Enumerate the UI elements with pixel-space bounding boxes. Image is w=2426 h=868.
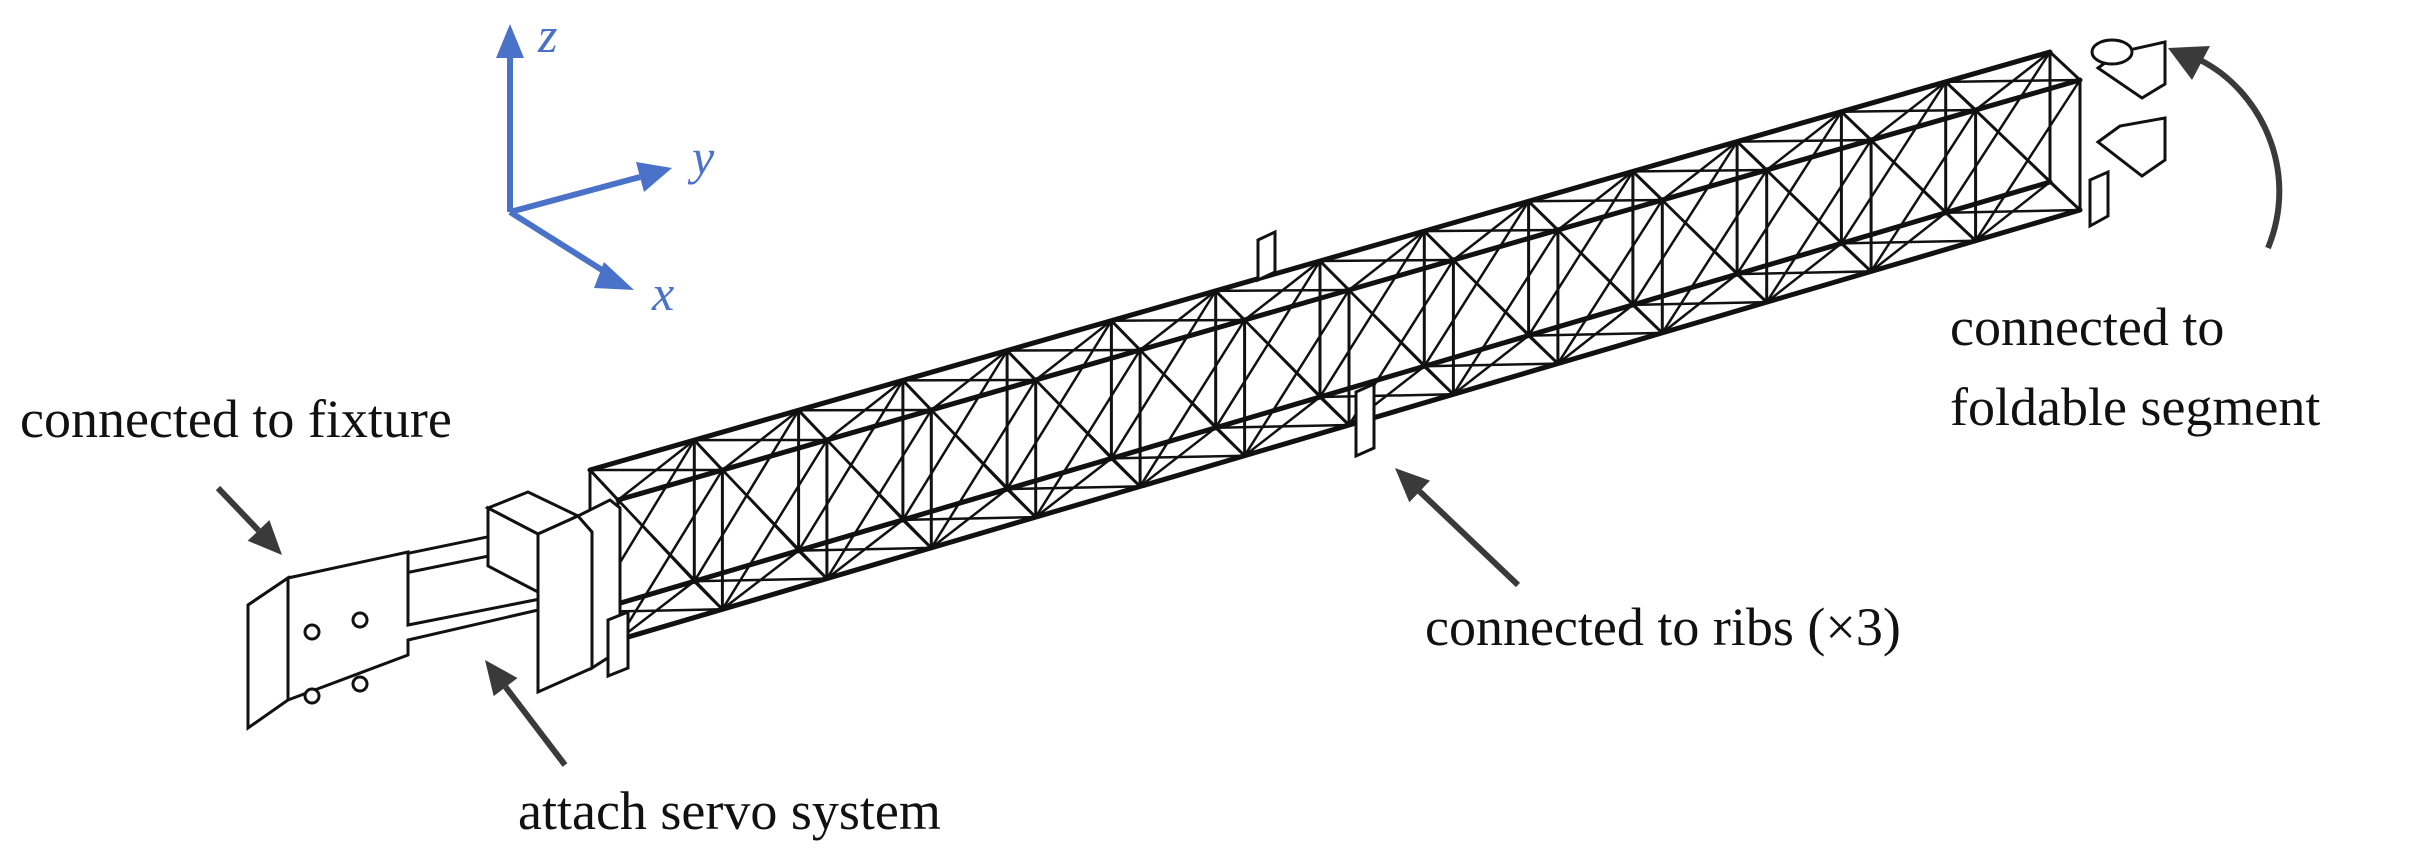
frame-member bbox=[797, 549, 829, 581]
label-connected-to-foldable-line1: connected to bbox=[1950, 297, 2225, 357]
diagonal-brace bbox=[1735, 138, 1873, 143]
diagonal-brace bbox=[1423, 362, 1560, 368]
diagonal-brace bbox=[797, 546, 933, 552]
leader-arrows bbox=[215, 468, 1521, 767]
rib-plates bbox=[606, 229, 1376, 679]
diagonal-brace bbox=[1318, 393, 1455, 399]
end-connector bbox=[2088, 38, 2167, 229]
arrow-to-fixture-shaft bbox=[215, 485, 261, 533]
bolt-hole-1 bbox=[303, 623, 321, 641]
rib-plate-top bbox=[1256, 229, 1277, 283]
frame-member bbox=[1527, 334, 1560, 366]
diagonal-brace bbox=[1005, 485, 1142, 491]
y-axis-label: y bbox=[692, 129, 715, 185]
diagonal-brace bbox=[1214, 423, 1351, 429]
end-plate-tab bbox=[2088, 169, 2110, 229]
frame-member bbox=[1005, 487, 1038, 519]
frame-member bbox=[1214, 426, 1247, 458]
diagonal-brace bbox=[1631, 300, 1768, 307]
diagonal-brace bbox=[1214, 288, 1351, 293]
frame-member bbox=[901, 518, 933, 550]
diagonal-brace bbox=[1944, 208, 2082, 214]
frame-member bbox=[2048, 50, 2082, 82]
diagonal-brace bbox=[1110, 318, 1246, 322]
truss-lattice bbox=[587, 49, 2083, 643]
frame-member bbox=[1839, 241, 1873, 273]
fixture-block-face bbox=[246, 575, 290, 731]
diagonal-brace bbox=[901, 515, 1037, 522]
foldable-curved-arrow bbox=[2198, 57, 2283, 250]
arrow-to-servo-shaft bbox=[503, 685, 568, 767]
end-connector-lug bbox=[2090, 38, 2134, 66]
bracket-front bbox=[536, 514, 594, 695]
bolt-hole-4 bbox=[351, 675, 369, 693]
arrow-to-servo-head bbox=[485, 660, 518, 697]
z-axis-arrowhead bbox=[496, 24, 524, 58]
frame-member bbox=[2048, 180, 2082, 212]
fixture-block bbox=[246, 518, 562, 731]
servo-bracket bbox=[484, 490, 622, 695]
label-connected-to-fixture: connected to fixture bbox=[20, 389, 452, 449]
diagonal-brace bbox=[1318, 258, 1455, 263]
diagonal-brace bbox=[693, 577, 829, 583]
arrow-to-fixture-head bbox=[247, 520, 282, 555]
label-attach-servo-system: attach servo system bbox=[518, 781, 941, 841]
diagonal-brace bbox=[1423, 228, 1560, 233]
coordinate-axes bbox=[496, 24, 672, 290]
bolt-hole-3 bbox=[303, 687, 321, 705]
diagonal-brace bbox=[1110, 454, 1246, 460]
frame-member bbox=[1109, 456, 1142, 488]
y-axis bbox=[509, 174, 641, 215]
frame-member bbox=[692, 579, 724, 611]
x-axis-arrowhead bbox=[594, 262, 634, 290]
frame-member bbox=[1735, 272, 1769, 304]
start-plate-bottom bbox=[606, 609, 630, 679]
arrow-to-ribs-shaft bbox=[1417, 489, 1521, 588]
frame-member bbox=[1318, 395, 1351, 427]
rib-plate-bottom bbox=[1354, 381, 1376, 459]
x-axis bbox=[508, 209, 612, 278]
foldable-curved-arrowhead bbox=[2168, 46, 2210, 80]
frame-member bbox=[1631, 303, 1664, 335]
label-connected-to-ribs: connected to ribs (×3) bbox=[1425, 597, 1901, 657]
diagonal-brace bbox=[1840, 108, 1977, 113]
y-axis-arrowhead bbox=[636, 162, 672, 192]
diagonal-brace bbox=[1005, 348, 1142, 352]
end-plate-lower bbox=[2095, 116, 2167, 178]
arrow-to-ribs-head bbox=[1395, 468, 1430, 503]
diagonal-brace bbox=[1735, 270, 1873, 276]
label-connected-to-foldable-line2: foldable segment bbox=[1950, 377, 2321, 437]
bolt-hole-2 bbox=[351, 611, 369, 629]
diagonal-brace bbox=[1944, 78, 2082, 84]
diagonal-brace bbox=[1840, 239, 1977, 245]
diagonal-brace bbox=[1527, 198, 1664, 203]
diagonal-brace bbox=[1631, 168, 1768, 173]
x-axis-label: x bbox=[652, 265, 675, 321]
diagonal-brace bbox=[1527, 331, 1664, 337]
frame-member bbox=[1944, 211, 1978, 243]
z-axis-label: z bbox=[538, 7, 558, 63]
frame-member bbox=[1422, 364, 1455, 396]
